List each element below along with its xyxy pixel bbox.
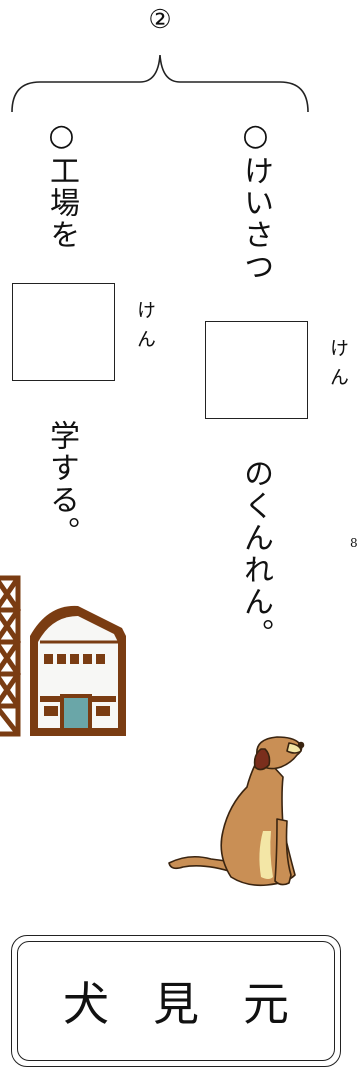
factory-illustration <box>0 575 126 737</box>
choice-2[interactable]: 見 <box>153 977 199 1031</box>
item-1-tail: のくんれん。 <box>238 458 273 650</box>
choice-1[interactable]: 犬 <box>63 977 109 1031</box>
question-number: ② <box>148 5 172 35</box>
item-2-lead: ○工場を <box>44 118 79 251</box>
dog-illustration <box>168 736 305 887</box>
item-1-answer-box[interactable] <box>205 321 308 419</box>
answer-choices: 犬 見 元 <box>17 941 335 1061</box>
grouping-brace <box>11 54 309 113</box>
item-2-tail: 学する。 <box>44 420 79 548</box>
item-1-lead: ○けいさつ <box>238 118 273 283</box>
item-1-reading: けん <box>327 338 349 396</box>
item-2-answer-box[interactable] <box>12 283 115 381</box>
answer-choices-box: 犬 見 元 <box>11 935 341 1067</box>
item-2-reading: けん <box>134 300 156 358</box>
side-mark: 8 <box>350 536 358 550</box>
choice-3[interactable]: 元 <box>243 977 289 1031</box>
